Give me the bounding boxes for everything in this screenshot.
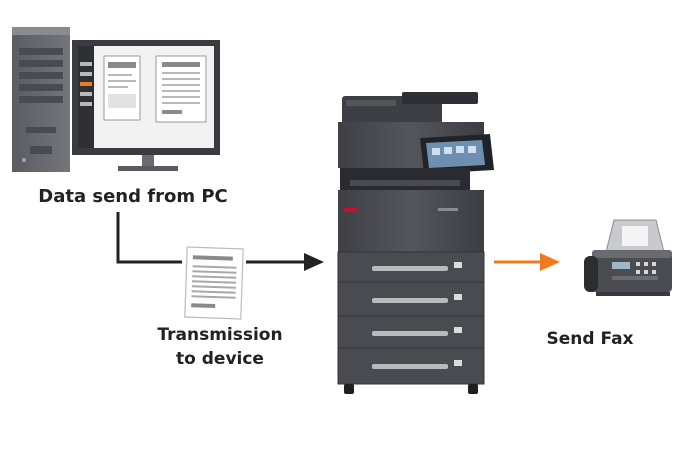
- mfp-printer-icon: [338, 92, 494, 394]
- pc-tower-icon: [12, 27, 70, 172]
- arrow-right-icon: [304, 253, 324, 271]
- pc-caption: Data send from PC: [28, 186, 238, 207]
- transmission-caption-line1: Transmission: [140, 323, 300, 347]
- arrow-right-icon: [540, 253, 560, 271]
- transmission-caption: Transmission to device: [140, 323, 300, 371]
- fax-caption: Send Fax: [530, 329, 650, 349]
- transmission-caption-line2: to device: [140, 347, 300, 371]
- fax-machine-icon: [584, 220, 672, 296]
- fax-send-arrow: [494, 253, 560, 271]
- document-icon: [185, 247, 243, 319]
- monitor-icon: [72, 40, 220, 171]
